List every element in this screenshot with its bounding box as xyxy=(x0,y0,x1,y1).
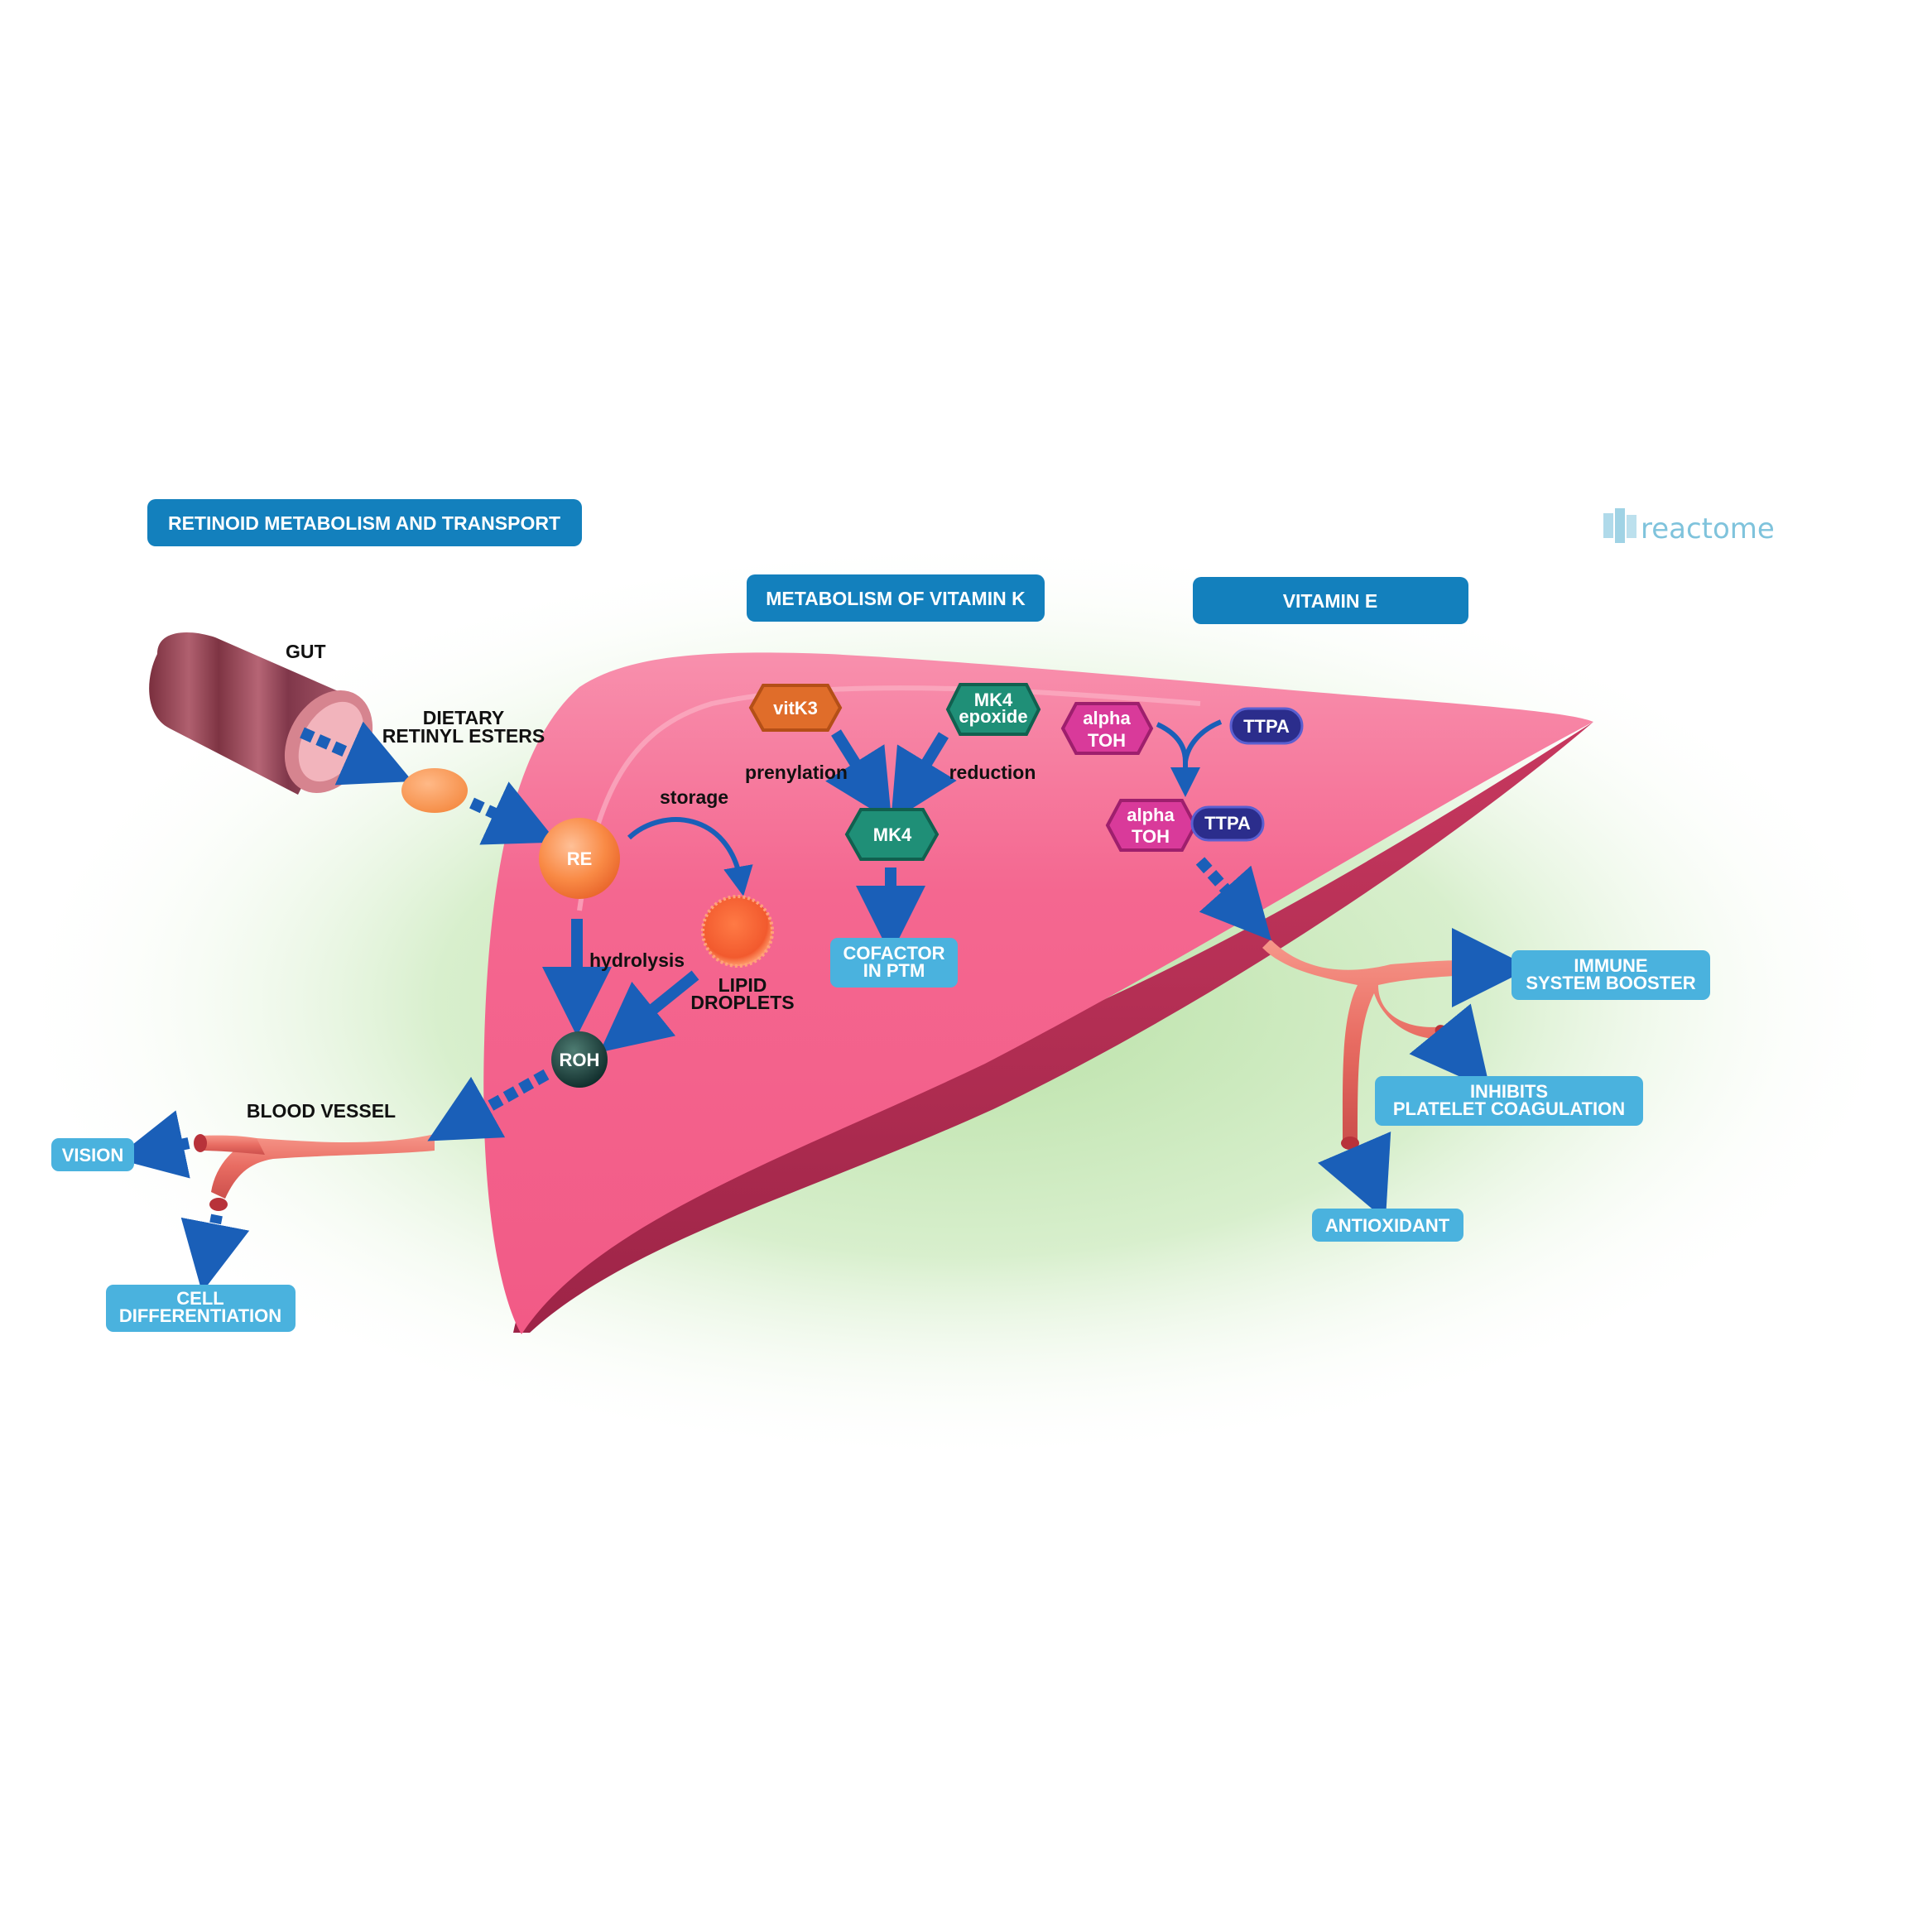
outcome-platelet[interactable]: INHIBITS PLATELET COAGULATION xyxy=(1375,1076,1643,1126)
arrows xyxy=(114,719,1531,1293)
arrow-to-cell-diff xyxy=(180,1214,250,1293)
outcome-immune[interactable]: IMMUNE SYSTEM BOOSTER xyxy=(1511,950,1710,1000)
dietary-label-line1: DIETARY xyxy=(423,707,504,728)
node-roh[interactable]: ROH xyxy=(551,1031,608,1088)
arrow-to-vision xyxy=(114,1110,190,1179)
node-mk4-label: MK4 xyxy=(873,824,912,845)
arrow-to-platelet xyxy=(1409,1003,1491,1091)
node-complex-alpha-line2: TOH xyxy=(1132,826,1170,847)
reactome-logo-text: reactome xyxy=(1641,512,1775,545)
node-complex[interactable]: alpha TOH TTPA xyxy=(1105,799,1265,852)
liver-body xyxy=(483,652,1593,1334)
dietary-droplet xyxy=(401,768,468,813)
node-re[interactable]: RE xyxy=(539,818,620,899)
outcome-antioxidant-label: ANTIOXIDANT xyxy=(1325,1215,1450,1236)
storage-label: storage xyxy=(660,786,728,808)
node-alpha-toh-line1: alpha xyxy=(1083,708,1131,728)
reactome-logo: reactome xyxy=(1603,508,1775,545)
outcome-cofactor-line1: COFACTOR xyxy=(843,943,944,964)
hydrolysis-label: hydrolysis xyxy=(589,949,685,971)
node-ttpa-label: TTPA xyxy=(1243,716,1290,737)
section-header-vitamin-k[interactable]: METABOLISM OF VITAMIN K xyxy=(747,574,1045,622)
outcome-platelet-line1: INHIBITS xyxy=(1470,1081,1548,1102)
outcome-cofactor-line2: IN PTM xyxy=(863,960,925,981)
section-header-vitamin-e[interactable]: VITAMIN E xyxy=(1193,577,1468,624)
node-roh-label: ROH xyxy=(560,1050,600,1070)
node-alpha-toh[interactable]: alpha TOH xyxy=(1060,702,1154,755)
arrow-to-antioxidant xyxy=(1317,1131,1391,1221)
dietary-label-line2: RETINYL ESTERS xyxy=(382,725,545,747)
node-re-label: RE xyxy=(567,848,593,869)
node-mk4[interactable]: MK4 xyxy=(844,808,940,861)
reactome-logo-icon xyxy=(1603,508,1636,543)
blood-vessel-label: BLOOD VESSEL xyxy=(247,1100,396,1122)
section-title-vitamin-e: VITAMIN E xyxy=(1283,590,1378,612)
node-mk4-epoxide-line2: epoxide xyxy=(959,706,1027,727)
node-alpha-toh-line2: TOH xyxy=(1088,730,1126,751)
arrow-epoxide-to-mk4 xyxy=(891,732,957,822)
outcome-antioxidant[interactable]: ANTIOXIDANT xyxy=(1312,1209,1463,1242)
outcome-immune-line1: IMMUNE xyxy=(1574,955,1647,976)
node-vitk3-label: vitK3 xyxy=(773,698,818,718)
outcome-platelet-line2: PLATELET COAGULATION xyxy=(1393,1098,1625,1119)
arrow-vitk3-to-mk4 xyxy=(825,729,892,822)
outcome-immune-line2: SYSTEM BOOSTER xyxy=(1526,973,1695,993)
outcome-cell-diff-line2: DIFFERENTIATION xyxy=(119,1305,281,1326)
node-complex-alpha-line1: alpha xyxy=(1127,805,1175,825)
node-complex-ttpa-label: TTPA xyxy=(1204,813,1251,834)
lipid-droplets xyxy=(701,895,774,968)
arrow-storage xyxy=(627,817,753,896)
node-vitk3[interactable]: vitK3 xyxy=(748,684,843,732)
liver xyxy=(483,652,1593,1334)
outcome-cell-differentiation[interactable]: CELL DIFFERENTIATION xyxy=(106,1285,296,1332)
lipid-label-line1: LIPID xyxy=(718,974,767,996)
node-mk4-epoxide[interactable]: MK4 epoxide xyxy=(945,683,1041,736)
arrow-lipid-to-roh xyxy=(599,970,699,1053)
arrow-binding-right xyxy=(1183,719,1223,762)
section-header-retinoid[interactable]: RETINOID METABOLISM AND TRANSPORT xyxy=(147,499,582,546)
arrow-complex-to-vessel xyxy=(1195,857,1271,941)
gut-label: GUT xyxy=(286,641,326,662)
outcome-cofactor[interactable]: COFACTOR IN PTM xyxy=(830,938,958,988)
lipid-label-line2: DROPLETS xyxy=(690,992,794,1013)
section-title-vitamin-k: METABOLISM OF VITAMIN K xyxy=(766,588,1026,609)
prenylation-label: prenylation xyxy=(745,762,848,783)
outcome-cell-diff-line1: CELL xyxy=(176,1288,223,1309)
reduction-label: reduction xyxy=(949,762,1036,783)
liver-highlight xyxy=(577,685,1201,911)
arrow-gut-to-dietary xyxy=(300,721,413,786)
arrow-dietary-to-re xyxy=(469,781,558,845)
node-mk4-epoxide-line1: MK4 xyxy=(974,690,1013,710)
outcome-vision[interactable]: VISION xyxy=(51,1138,134,1171)
node-ttpa[interactable]: TTPA xyxy=(1229,707,1304,745)
outcome-vision-label: VISION xyxy=(62,1145,124,1165)
section-title-retinoid: RETINOID METABOLISM AND TRANSPORT xyxy=(168,512,560,534)
blood-vessel-left xyxy=(194,1134,435,1211)
